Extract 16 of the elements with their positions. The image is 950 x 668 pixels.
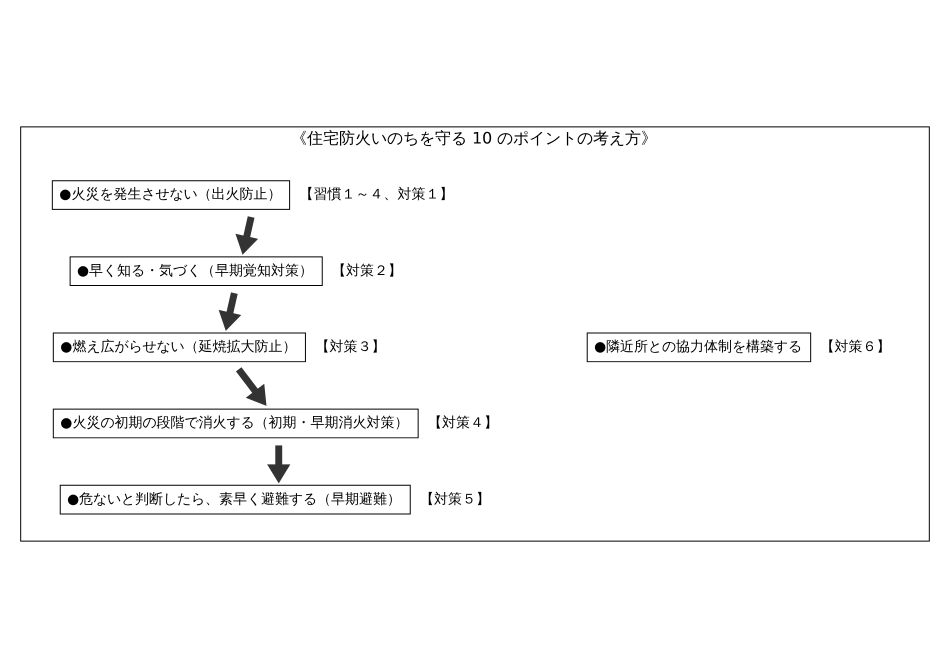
node-box: ●火災を発生させない（出火防止） — [52, 180, 290, 210]
node-box: ●火災の初期の段階で消火する（初期・早期消火対策） — [52, 408, 419, 438]
node-label: 【習慣１～４、対策１】 — [300, 186, 454, 203]
node-box: ●早く知る・気づく（早期覚知対策） — [70, 256, 323, 286]
node-label: 【対策２】 — [332, 262, 402, 279]
arrow — [235, 216, 258, 255]
arrow — [267, 445, 290, 484]
node-box: ●燃え広がらせない（延焼拡大防止） — [52, 332, 306, 362]
node-label: 【対策６】 — [820, 339, 891, 356]
node-label: 【対策３】 — [315, 339, 386, 356]
arrow — [236, 367, 266, 406]
node-label: 【対策５】 — [420, 491, 490, 508]
node-box: ●危ないと判断したら、素早く避難する（早期避難） — [60, 484, 411, 514]
node-box: ●隣近所との協力体制を構築する — [586, 332, 812, 362]
node-label: 【対策４】 — [428, 415, 498, 432]
arrow — [218, 292, 242, 331]
